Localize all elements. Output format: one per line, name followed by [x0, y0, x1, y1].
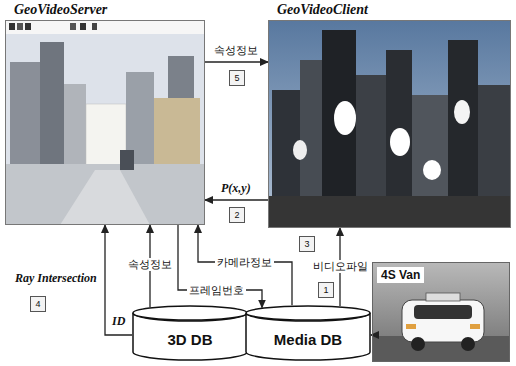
cylinder-top: [246, 306, 370, 320]
art-shape: [386, 50, 412, 200]
art-shape: [406, 324, 416, 329]
art-shape: [454, 100, 470, 124]
art-shape: [70, 23, 76, 30]
edge-label: Ray Intersection: [13, 272, 99, 285]
art-shape: [412, 95, 448, 200]
art-shape: [426, 293, 460, 301]
art-shape: [5, 20, 205, 225]
art-shape: [80, 23, 86, 30]
node-title: GeoVideoServer: [14, 2, 107, 18]
art-shape: [154, 98, 200, 170]
callout-number: 2: [229, 207, 245, 223]
art-shape: [40, 42, 64, 170]
database-cylinder: Media DB: [245, 305, 371, 361]
art-shape: [10, 62, 40, 170]
art-shape: [293, 140, 307, 160]
callout-number: 4: [30, 296, 46, 312]
art-shape: [268, 196, 511, 228]
art-shape: [478, 85, 511, 200]
edge-label: 속성정보: [126, 258, 174, 271]
art-shape: [461, 337, 475, 351]
art-shape: [268, 20, 511, 228]
art-shape: [402, 300, 484, 342]
art-shape: [414, 305, 472, 319]
node-title: 4S Van: [377, 267, 424, 283]
server-window: GeoVideoServer: [5, 20, 205, 225]
art-shape: [390, 128, 410, 156]
connector-arrow: [205, 199, 268, 200]
art-shape: [5, 20, 205, 34]
art-shape: [334, 101, 356, 135]
client-window: GeoVideoClient: [268, 20, 511, 228]
art-shape: [168, 56, 194, 98]
connector-arrow: [105, 225, 132, 335]
van-photo-frame: 4S Van: [372, 262, 510, 362]
art-shape: [25, 23, 31, 30]
art-shape: [64, 84, 86, 170]
edge-label: P(x,y): [219, 182, 253, 195]
database-cylinder: 3D DB: [132, 305, 248, 361]
art-shape: [60, 170, 150, 225]
server-screenshot: [5, 20, 205, 225]
art-shape: [322, 30, 356, 200]
art-shape: [372, 262, 510, 362]
art-shape: [356, 75, 386, 200]
callout-number: 1: [318, 282, 334, 298]
id-label: ID: [112, 314, 125, 329]
edge-label: 비디오파일: [311, 260, 370, 273]
edge-label: 프레임번호: [187, 284, 246, 297]
art-shape: [423, 160, 441, 180]
callout-number: 3: [299, 236, 315, 252]
client-photo: [268, 20, 511, 228]
art-shape: [9, 23, 15, 30]
art-shape: [411, 337, 425, 351]
van-photo: [372, 262, 510, 362]
art-shape: [300, 60, 322, 200]
art-shape: [448, 40, 478, 200]
edge-label: 카메라정보: [215, 256, 274, 269]
connector-arrow: [205, 61, 268, 62]
node-title: Media DB: [245, 331, 371, 348]
cylinder-top: [133, 306, 247, 320]
art-shape: [92, 23, 97, 30]
edge-label: 속성정보: [212, 44, 260, 57]
node-title: GeoVideoClient: [277, 2, 368, 18]
art-shape: [120, 150, 134, 170]
art-shape: [17, 23, 23, 30]
art-shape: [470, 324, 480, 329]
callout-number: 5: [229, 70, 245, 86]
node-title: 3D DB: [132, 331, 248, 348]
art-shape: [5, 164, 205, 225]
